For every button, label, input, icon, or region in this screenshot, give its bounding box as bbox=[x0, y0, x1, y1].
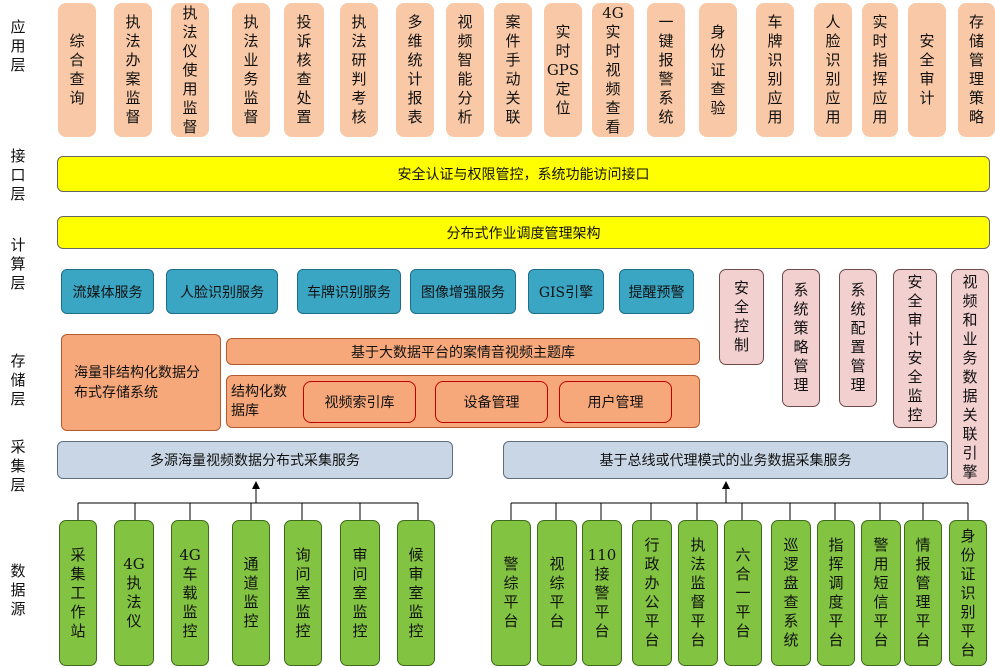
management-box: 安全审计安全监控 bbox=[893, 269, 937, 428]
layer-label-interface: 接口层 bbox=[10, 147, 26, 203]
app-box: 存储管理策略 bbox=[958, 3, 995, 137]
source-box: 行政办公平台 bbox=[632, 520, 672, 666]
service-box: 提醒预警 bbox=[619, 269, 694, 314]
structured-database-label: 结构化数据库 bbox=[231, 383, 287, 419]
layer-label-source: 数据源 bbox=[10, 562, 26, 618]
layer-label-app: 应用层 bbox=[10, 18, 26, 74]
source-box: 警用短信平台 bbox=[861, 520, 901, 666]
service-box: GIS引擎 bbox=[528, 269, 604, 314]
service-box: 流媒体服务 bbox=[61, 269, 154, 314]
app-box: 执法业务监督 bbox=[232, 3, 270, 137]
source-box: 执法监督平台 bbox=[678, 520, 718, 666]
device-management: 设备管理 bbox=[435, 381, 548, 423]
management-box: 视频和业务数据关联引擎 bbox=[951, 269, 989, 485]
app-box: 实时指挥应用 bbox=[862, 3, 898, 137]
source-box: 六合一平台 bbox=[724, 520, 762, 666]
source-box: 询问室监控 bbox=[284, 520, 322, 666]
app-box: 人脸识别应用 bbox=[814, 3, 852, 137]
source-box: 采集工作站 bbox=[59, 520, 97, 666]
app-box: 执法研判考核 bbox=[340, 3, 378, 137]
compute-bar: 分布式作业调度管理架构 bbox=[57, 216, 990, 249]
app-box: 执法仪使用监督 bbox=[171, 3, 209, 137]
video-collection-service: 多源海量视频数据分布式采集服务 bbox=[57, 441, 453, 479]
management-box: 系统策略管理 bbox=[782, 269, 820, 407]
app-box: 一键报警系统 bbox=[647, 3, 685, 137]
management-box: 安全控制 bbox=[719, 269, 764, 365]
layer-label-collect: 采集层 bbox=[10, 438, 26, 494]
service-box: 人脸识别服务 bbox=[166, 269, 278, 314]
app-box: 视频智能分析 bbox=[446, 3, 484, 137]
app-box: 案件手动关联 bbox=[494, 3, 532, 137]
app-box: 身份证查验 bbox=[699, 3, 737, 137]
source-box: 警综平台 bbox=[491, 520, 531, 666]
service-box: 图像增强服务 bbox=[410, 269, 516, 314]
unstructured-storage-box: 海量非结构化数据分布式存储系统 bbox=[61, 334, 221, 431]
service-box: 车牌识别服务 bbox=[297, 269, 401, 314]
app-box: 执法办案监督 bbox=[114, 3, 152, 137]
arrow-up-icon bbox=[252, 481, 260, 489]
source-box: 审问室监控 bbox=[340, 520, 380, 666]
user-management: 用户管理 bbox=[559, 381, 672, 423]
theme-database-box: 基于大数据平台的案情音视频主题库 bbox=[226, 338, 700, 365]
business-collection-service: 基于总线或代理模式的业务数据采集服务 bbox=[503, 441, 948, 479]
source-box: 通道监控 bbox=[232, 520, 270, 666]
source-box: 巡逻盘查系统 bbox=[771, 520, 811, 666]
management-box: 系统配置管理 bbox=[839, 269, 877, 407]
video-index-db: 视频索引库 bbox=[303, 381, 416, 423]
arrow-up-icon bbox=[722, 481, 730, 489]
layer-label-storage: 存储层 bbox=[10, 352, 26, 408]
source-box: 视综平台 bbox=[537, 520, 577, 666]
layer-label-compute: 计算层 bbox=[10, 236, 26, 292]
interface-bar: 安全认证与权限管控，系统功能访问接口 bbox=[57, 156, 990, 192]
app-box: 多维统计报表 bbox=[396, 3, 434, 137]
source-box: 候审室监控 bbox=[397, 520, 435, 666]
app-box: 安全审计 bbox=[908, 3, 946, 137]
app-box: 投诉核查处置 bbox=[284, 3, 324, 137]
source-box: 身份证识别平台 bbox=[949, 520, 987, 666]
app-box: 综合查询 bbox=[58, 3, 96, 137]
app-box: 车牌识别应用 bbox=[756, 3, 794, 137]
source-box: 指挥调度平台 bbox=[817, 520, 855, 666]
source-box: 情报管理平台 bbox=[904, 520, 942, 666]
